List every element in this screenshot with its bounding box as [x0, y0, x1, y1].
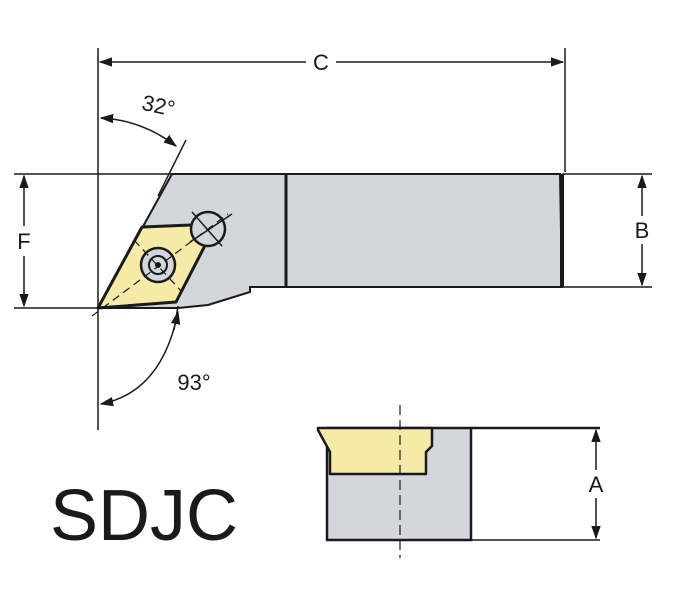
- end-view-insert: [316, 426, 434, 476]
- holder-end-view: [316, 405, 600, 558]
- dimension-b: B: [562, 173, 652, 288]
- dimension-f: F: [14, 173, 172, 309]
- insert-centerline: [91, 213, 229, 317]
- dimension-f-label: F: [17, 229, 30, 254]
- angle-93-label: 93°: [177, 370, 210, 395]
- dimension-c: C: [97, 48, 566, 430]
- dimension-c-label: C: [313, 50, 329, 75]
- dimension-a-label: A: [589, 472, 604, 497]
- dimension-b-label: B: [635, 218, 650, 243]
- angle-93: 93°: [99, 305, 211, 407]
- model-label: SDJC: [50, 476, 238, 556]
- dimension-a: A: [589, 428, 604, 540]
- holder-top-view: [91, 173, 564, 317]
- insert-axis-line: [133, 239, 183, 293]
- angle-32-label: 32°: [140, 90, 178, 121]
